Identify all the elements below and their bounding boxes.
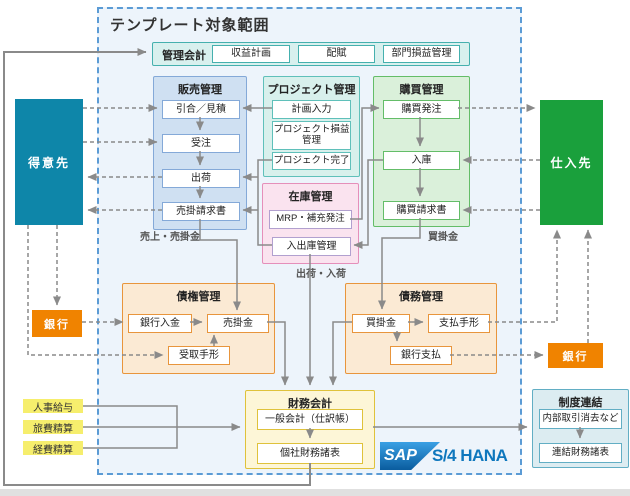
sap-badge-icon: SAP [380, 442, 440, 470]
purchasing-title: 購買管理 [399, 84, 444, 96]
intercompany-elimination-box: 内部取引消去など [539, 409, 622, 429]
travel-expense-box: 旅費精算 [23, 420, 83, 435]
mrp-replenishment-box: MRP・補充発注 [269, 210, 352, 229]
allocation-box: 配賦 [298, 45, 375, 63]
ap-invoice-box: 購買請求書 [383, 201, 460, 220]
bills-receivable-box: 受取手形 [168, 346, 230, 365]
expense-settlement-box: 経費精算 [23, 441, 83, 456]
sap-s4hana-logo: SAP S/4 HANA [380, 442, 508, 470]
project-pl-box: プロジェクト損益管理 [272, 121, 351, 150]
managerial-accounting-title: 管理会計 [162, 50, 206, 62]
accounts-payable-box: 買掛金 [352, 314, 410, 333]
shipping-receiving-label: 出荷・入荷 [296, 269, 346, 280]
ap-label: 買掛金 [428, 232, 458, 243]
sap-product-name: S/4 HANA [432, 446, 508, 465]
payables-title: 債務管理 [399, 291, 443, 303]
bank-left-box: 銀行 [32, 310, 82, 337]
bottom-strip [0, 489, 630, 496]
shipping-box: 出荷 [162, 169, 240, 188]
bank-right-box: 銀行 [548, 343, 603, 368]
goods-movement-box: 入出庫管理 [272, 237, 351, 256]
inquiry-quote-box: 引合／見積 [162, 100, 240, 119]
department-pl-box: 部門損益管理 [383, 45, 460, 63]
supplier-box: 仕入先 [540, 100, 603, 225]
accounts-receivable-box: 売掛金 [207, 314, 269, 333]
bank-payment-box: 銀行支払 [390, 346, 452, 365]
revenue-planning-box: 収益計画 [212, 45, 290, 63]
company-statements-box: 個社財務諸表 [257, 443, 363, 464]
general-ledger-box: 一般会計（仕訳帳） [257, 409, 363, 430]
ar-invoice-box: 売掛請求書 [162, 202, 240, 221]
goods-receipt-box: 入庫 [383, 151, 460, 170]
sales-title: 販売管理 [178, 84, 222, 96]
consolidation-title: 制度連結 [558, 397, 603, 409]
bank-deposit-box: 銀行入金 [128, 314, 192, 333]
sales-order-box: 受注 [162, 134, 240, 153]
project-title: プロジェクト管理 [267, 84, 356, 96]
purchase-order-box: 購買発注 [383, 100, 460, 119]
receivables-title: 債権管理 [176, 291, 221, 303]
hr-payroll-box: 人事給与 [23, 399, 83, 414]
plan-entry-box: 計画入力 [272, 100, 351, 119]
customer-box: 得意先 [15, 99, 83, 225]
consolidated-statements-box: 連結財務諸表 [539, 443, 622, 463]
sales-ar-label: 売上・売掛金 [140, 232, 200, 243]
diagram-title: テンプレート対象範囲 [110, 17, 270, 34]
inventory-title: 在庫管理 [288, 191, 333, 203]
bills-payable-box: 支払手形 [428, 314, 490, 333]
project-complete-box: プロジェクト完了 [272, 152, 351, 170]
